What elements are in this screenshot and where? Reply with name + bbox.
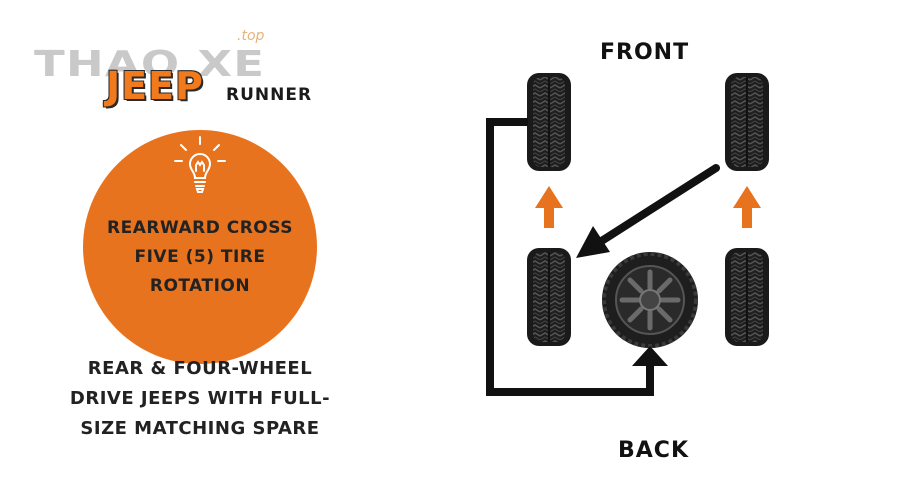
badge-title: REARWARD CROSS FIVE (5) TIRE ROTATION — [83, 214, 317, 301]
logo-brand-sub: RUNNER — [226, 85, 313, 105]
arrow-front-right-to-rear-left — [576, 164, 720, 258]
logo-watermark-suffix: .top — [237, 28, 265, 44]
title-badge: REARWARD CROSS FIVE (5) TIRE ROTATION — [83, 130, 317, 364]
front-label: FRONT — [600, 40, 690, 65]
arrow-rear-left-to-front-left — [535, 186, 563, 228]
back-label: BACK — [618, 438, 689, 463]
badge-title-line: ROTATION — [149, 276, 251, 296]
description-line: DRIVE JEEPS WITH FULL- — [69, 388, 331, 409]
spare-tire — [602, 252, 698, 348]
arrow-rear-right-to-front-right — [733, 186, 761, 228]
lightbulb-icon — [174, 136, 226, 193]
vehicle-description: REAR & FOUR-WHEEL DRIVE JEEPS WITH FULL-… — [40, 354, 360, 444]
arrow-front-left-to-spare — [486, 118, 668, 396]
logo-watermark: THAO XE — [34, 44, 266, 85]
description-line: SIZE MATCHING SPARE — [80, 418, 320, 439]
tire-front-left — [527, 73, 571, 171]
site-logo: THAO XE .top JEEP RUNNER — [30, 28, 320, 108]
badge-title-line: REARWARD CROSS — [107, 218, 293, 238]
tire-front-right — [725, 73, 769, 171]
rotation-diagram — [486, 73, 769, 396]
description-line: REAR & FOUR-WHEEL — [87, 358, 313, 379]
tire-rear-left — [527, 248, 571, 346]
logo-brand: JEEP — [106, 64, 204, 108]
badge-title-line: FIVE (5) TIRE — [134, 247, 266, 267]
tire-rear-right — [725, 248, 769, 346]
